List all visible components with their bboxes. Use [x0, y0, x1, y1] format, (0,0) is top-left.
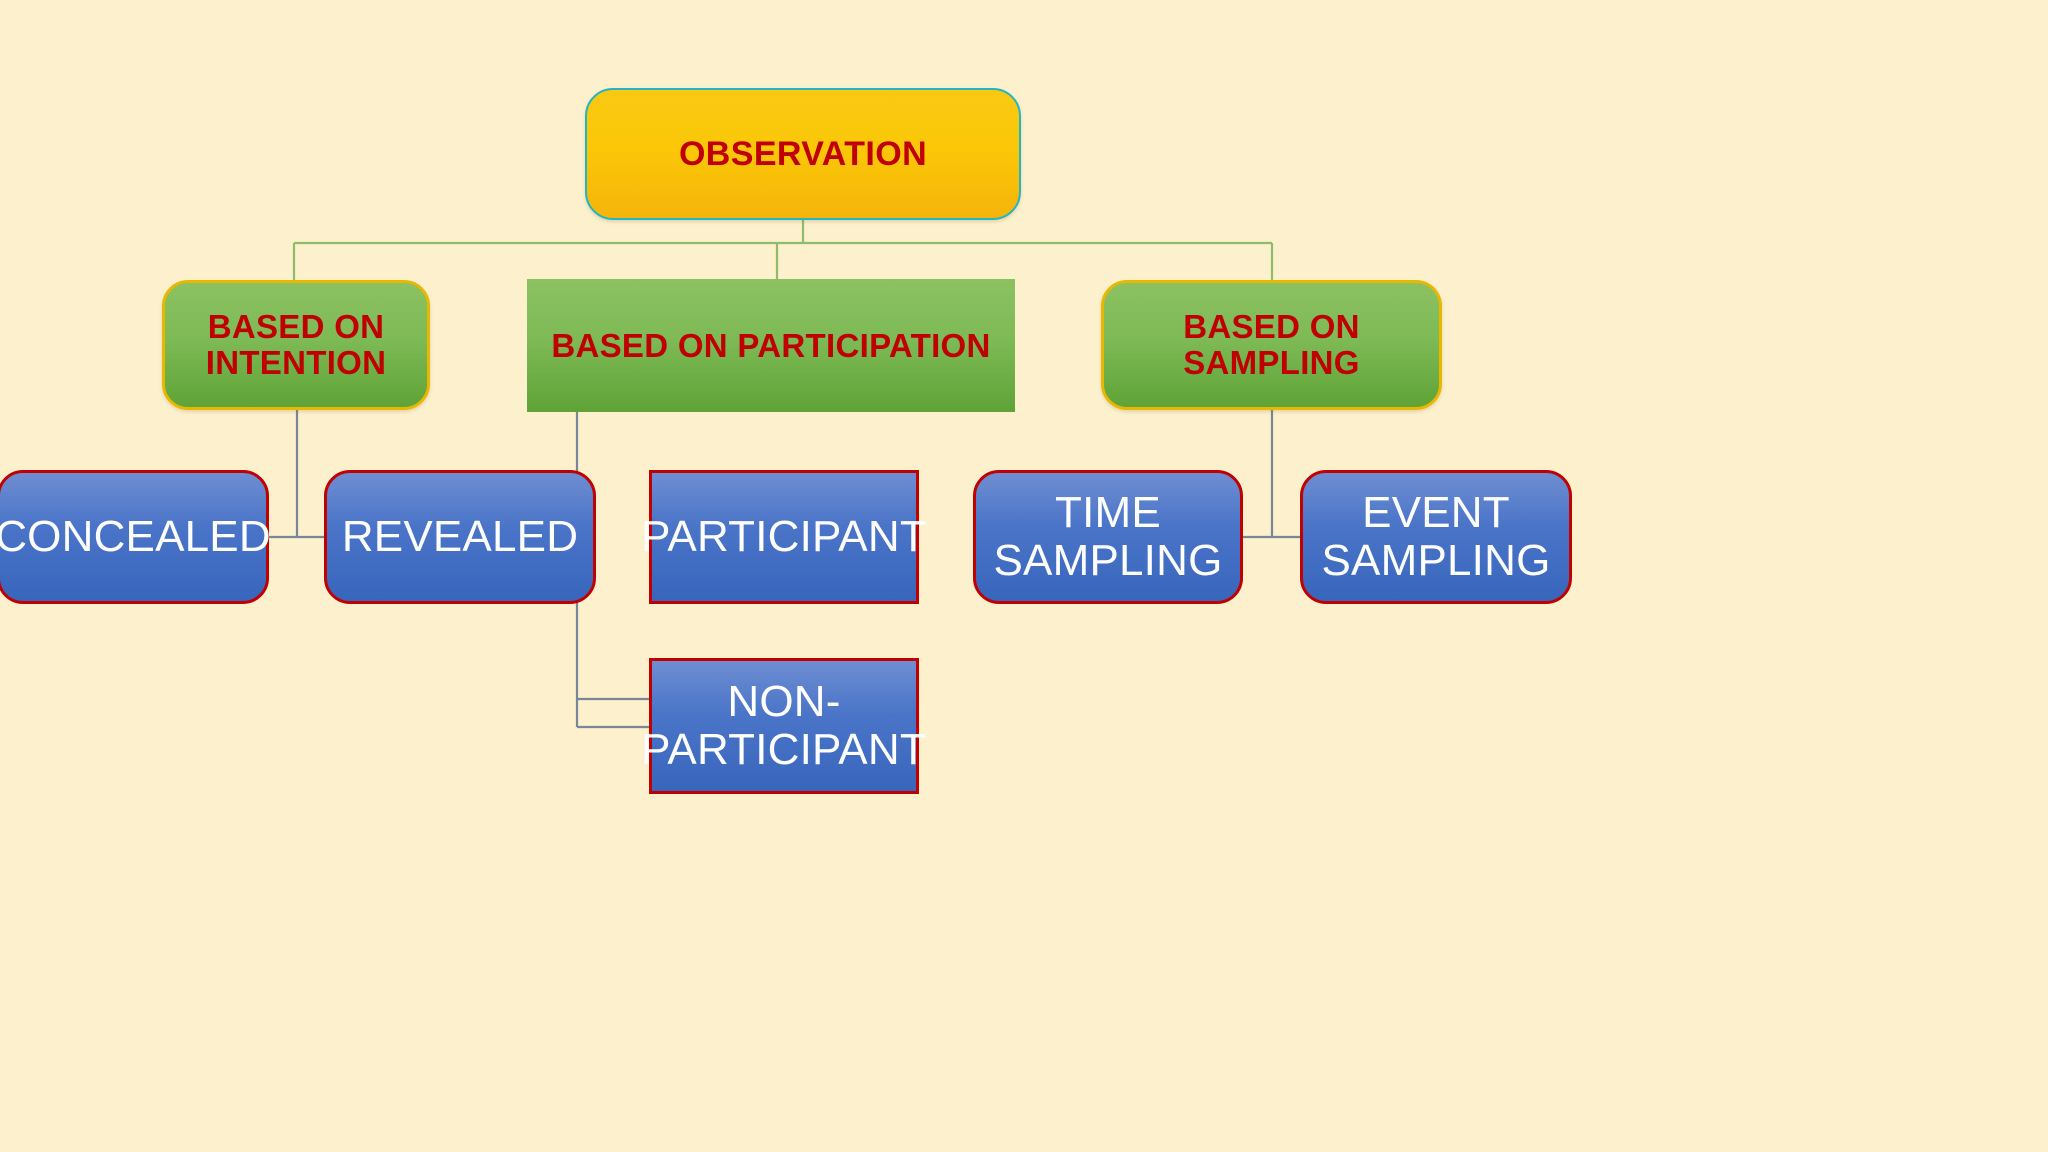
node-concealed[interactable]: CONCEALED: [0, 470, 271, 604]
node-based-on-intention[interactable]: BASED ON INTENTION: [162, 280, 430, 410]
node-non-participant[interactable]: NON- PARTICIPANT: [641, 658, 927, 794]
node-participant[interactable]: PARTICIPANT: [641, 470, 927, 604]
node-based-on-sampling[interactable]: BASED ON SAMPLING: [1101, 280, 1442, 410]
node-event-sampling[interactable]: EVENT SAMPLING: [1300, 470, 1572, 604]
connector-group-root: [292, 220, 1274, 280]
node-based-on-participation[interactable]: BASED ON PARTICIPATION: [527, 279, 1015, 412]
node-time-sampling[interactable]: TIME SAMPLING: [973, 470, 1243, 604]
node-observation[interactable]: OBSERVATION: [585, 88, 1021, 220]
node-revealed[interactable]: REVEALED: [324, 470, 596, 604]
